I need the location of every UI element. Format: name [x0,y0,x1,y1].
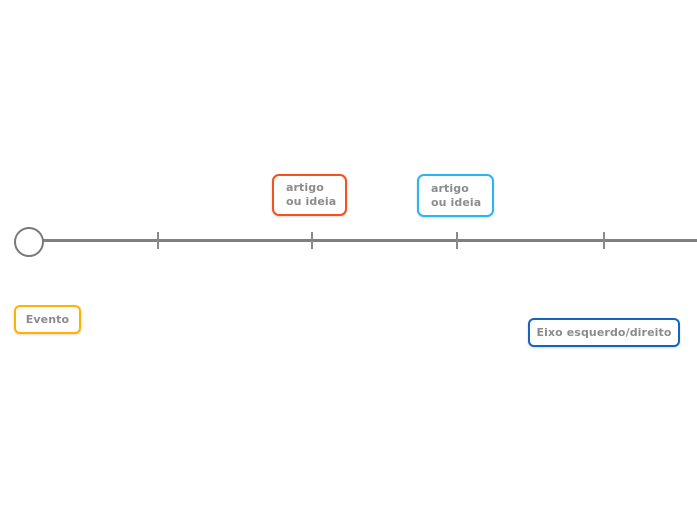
timeline-tick-3 [456,232,458,249]
callout-event[interactable]: Evento [14,305,81,334]
timeline-tick-2 [311,232,313,249]
callout-article-orange[interactable]: artigo ou ideia [272,174,347,216]
callout-article-orange-label: artigo ou ideia [286,181,337,208]
callout-axis-side[interactable]: Eixo esquerdo/direito [528,318,680,347]
callout-event-label: Evento [25,312,70,326]
timeline-axis-line [43,239,697,242]
callout-article-blue-label: artigo ou ideia [431,181,482,209]
callout-article-blue[interactable]: artigo ou ideia [417,174,494,217]
timeline-start-node-circle-icon[interactable] [14,227,44,257]
timeline-tick-1 [157,232,159,249]
callout-axis-side-label: Eixo esquerdo/direito [536,325,672,339]
timeline-tick-4 [603,232,605,249]
